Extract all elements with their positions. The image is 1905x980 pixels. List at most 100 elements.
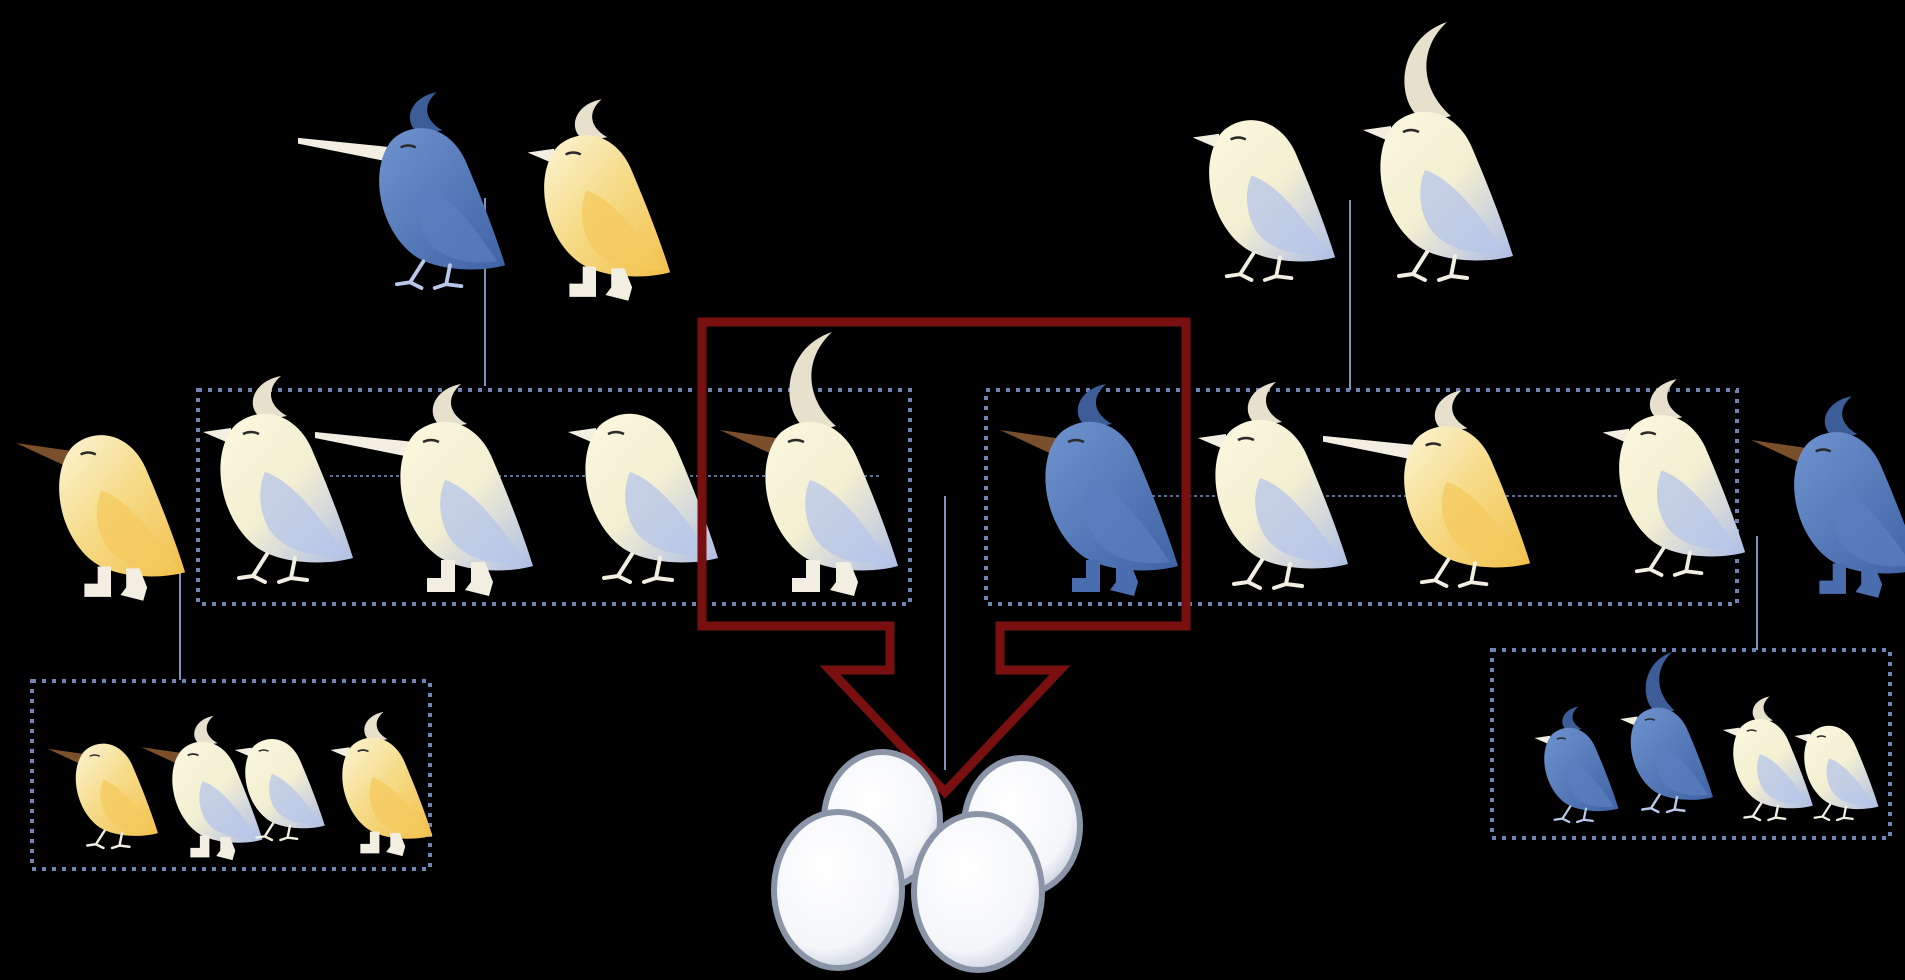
beak: [315, 432, 415, 458]
legs: [602, 552, 674, 584]
eye: [80, 451, 97, 456]
wing: [440, 480, 525, 564]
crest: [1645, 652, 1675, 715]
bird-layer: [15, 22, 1905, 861]
bird-sibling-right-3: [1602, 379, 1746, 577]
bird-parent-left: [720, 332, 898, 596]
selected-parents-arrow: [697, 317, 1191, 799]
eye: [1237, 436, 1255, 442]
legs: [792, 560, 858, 596]
bird-grandparent-left-2: [527, 99, 671, 301]
crest: [1562, 706, 1582, 732]
beak: [1794, 733, 1811, 743]
beak: [720, 430, 776, 456]
crest: [1404, 22, 1451, 122]
eye: [1746, 729, 1757, 732]
wing: [416, 183, 498, 263]
bird-sibling-outside-left: [15, 435, 186, 601]
crest: [252, 376, 287, 420]
eye: [422, 438, 440, 444]
bird-grandparent-left-1: [298, 92, 506, 290]
wing: [625, 472, 710, 556]
bird-sibling-left-1: [203, 376, 353, 584]
legs: [1397, 250, 1469, 282]
eye: [357, 749, 369, 753]
wing: [96, 490, 178, 570]
legs: [1641, 793, 1686, 814]
legs: [1419, 557, 1489, 588]
eye: [1067, 438, 1085, 444]
wing: [1420, 170, 1505, 254]
beak: [47, 748, 83, 765]
crest: [1247, 382, 1282, 426]
wing: [269, 774, 320, 824]
wing: [1085, 480, 1170, 564]
crest: [1649, 379, 1683, 422]
eye: [1644, 718, 1656, 721]
bird-chick-left-2: [141, 715, 263, 861]
bird-chick-right-3: [1722, 696, 1813, 822]
legs: [1743, 802, 1787, 822]
legs: [190, 835, 236, 861]
beak: [1192, 133, 1220, 149]
beak: [1323, 435, 1418, 461]
eggs-clutch: [771, 749, 1083, 973]
beak: [141, 747, 180, 765]
eye: [1816, 735, 1827, 738]
eye: [187, 753, 199, 757]
crest: [1752, 696, 1774, 723]
legs: [1634, 546, 1704, 577]
egg: [771, 809, 905, 971]
beak: [15, 443, 70, 468]
bird-chick-left-4: [330, 711, 433, 857]
bird-chick-right-4: [1794, 725, 1879, 822]
bird-sibling-right-1: [1198, 382, 1348, 590]
sibling-group-left: [196, 388, 912, 606]
crest: [574, 99, 608, 142]
eye: [258, 749, 269, 752]
beak: [1198, 434, 1226, 450]
eye: [1640, 431, 1657, 436]
beak: [527, 148, 555, 164]
beak: [568, 428, 596, 444]
bird-chick-left-3: [234, 739, 325, 842]
eye: [1556, 737, 1567, 740]
bird-sibling-left-3: [568, 413, 718, 584]
eye: [89, 754, 101, 757]
legs: [86, 829, 131, 850]
sibling-groups: [30, 388, 1892, 871]
crest: [364, 711, 388, 742]
legs: [237, 552, 309, 584]
bird-sibling-right-2: [1323, 390, 1531, 588]
wing: [581, 190, 663, 270]
beak: [1363, 126, 1391, 142]
beak: [1751, 440, 1805, 465]
crest: [409, 92, 443, 135]
legs: [1072, 560, 1138, 596]
crest: [194, 715, 218, 746]
eye: [400, 144, 417, 149]
bird-sibling-left-2: [315, 384, 533, 596]
legs: [255, 822, 299, 842]
wing: [199, 781, 257, 838]
legs: [427, 560, 493, 596]
wing: [1441, 481, 1523, 561]
bird-parent-right: [1000, 384, 1178, 596]
eye: [242, 430, 260, 436]
wing: [1255, 478, 1340, 562]
wing: [1826, 758, 1874, 805]
bird-chick-left-1: [47, 743, 158, 850]
eye: [565, 151, 582, 156]
eye: [787, 438, 805, 444]
beak: [330, 747, 350, 759]
wing: [1566, 760, 1614, 807]
beak: [203, 428, 231, 444]
legs: [1232, 558, 1304, 590]
eye: [1425, 442, 1442, 447]
legs: [1553, 805, 1594, 824]
wing: [1656, 470, 1738, 550]
legs: [569, 266, 633, 301]
eye: [607, 430, 625, 436]
legs: [360, 831, 406, 857]
wing: [260, 472, 345, 556]
